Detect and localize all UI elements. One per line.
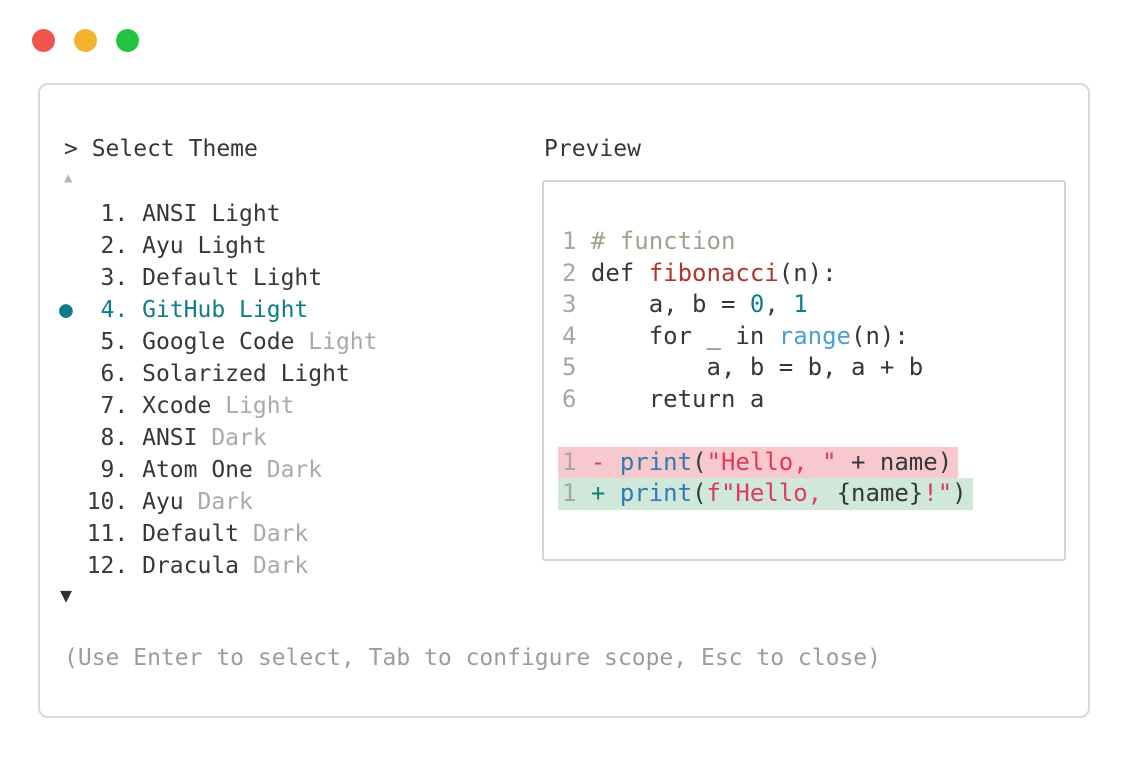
select-theme-prompt: > Select Theme	[64, 136, 258, 162]
theme-item-name: Default	[142, 521, 240, 547]
selected-bullet-icon	[59, 553, 87, 579]
code-line	[562, 415, 973, 447]
theme-list-item[interactable]: 5. Google Code Light	[59, 326, 378, 358]
selected-bullet-icon	[59, 393, 87, 419]
selected-bullet-icon	[59, 329, 87, 355]
theme-item-muted-suffix: Dark	[252, 457, 323, 483]
code-line: 1 - print("Hello, " + name)	[558, 446, 973, 478]
theme-item-name: Atom One	[142, 457, 253, 483]
scroll-down-icon[interactable]: ▼	[60, 583, 73, 607]
theme-item-number: 11.	[86, 521, 143, 547]
selected-bullet-icon	[59, 361, 87, 387]
code-line-content: 4 for _ in range(n):	[562, 321, 909, 350]
theme-item-muted-suffix: Dark	[197, 425, 267, 451]
theme-item-name: GitHub Light	[142, 297, 309, 323]
theme-list-item[interactable]: 11. Default Dark	[59, 518, 378, 550]
minimize-button[interactable]	[74, 29, 97, 52]
code-line: 3 a, b = 0, 1	[562, 289, 973, 321]
theme-item-name: Solarized Light	[142, 361, 350, 387]
code-line-content: 1 - print("Hello, " + name)	[558, 446, 959, 478]
selected-bullet-icon	[59, 201, 87, 227]
selected-bullet-icon	[59, 233, 87, 259]
theme-list-item[interactable]: 10. Ayu Dark	[59, 486, 378, 518]
theme-list-item[interactable]: 1. ANSI Light	[59, 198, 378, 230]
window-controls	[32, 29, 139, 52]
theme-list-item[interactable]: 12. Dracula Dark	[59, 550, 378, 582]
selected-bullet-icon: ●	[59, 297, 87, 323]
preview-label: Preview	[544, 136, 641, 162]
code-line-content	[562, 416, 576, 444]
code-line-content: 5 a, b = b, a + b	[562, 353, 924, 381]
theme-item-name: ANSI	[142, 425, 198, 451]
theme-list-item[interactable]: 7. Xcode Light	[59, 390, 378, 422]
theme-item-number: 7.	[86, 393, 143, 419]
theme-picker-dialog: > Select Theme ▲ 1. ANSI Light 2. Ayu Li…	[38, 83, 1090, 718]
selected-bullet-icon	[59, 425, 87, 451]
theme-item-muted-suffix: Dark	[183, 489, 253, 515]
theme-item-number: 10.	[86, 489, 143, 515]
theme-item-name: Default Light	[142, 265, 323, 291]
theme-item-muted-suffix: Light	[211, 393, 295, 419]
theme-item-number: 9.	[86, 457, 143, 483]
theme-list-item[interactable]: 9. Atom One Dark	[59, 454, 378, 486]
theme-item-number: 1.	[86, 201, 143, 227]
theme-item-name: ANSI Light	[142, 201, 281, 227]
selected-bullet-icon	[59, 521, 87, 547]
code-line: 2 def fibonacci(n):	[562, 258, 973, 290]
code-line: 1 + print(f"Hello, {name}!")	[558, 478, 973, 510]
code-line: 4 for _ in range(n):	[562, 321, 973, 353]
code-line-content: 2 def fibonacci(n):	[562, 258, 837, 287]
theme-item-number: 12.	[86, 553, 143, 579]
selected-bullet-icon	[59, 457, 87, 483]
selected-bullet-icon	[59, 489, 87, 515]
code-line-content: 1 + print(f"Hello, {name}!")	[558, 478, 973, 510]
code-line-content: 6 return a	[562, 384, 765, 413]
preview-pane: 1 # function 2 def fibonacci(n): 3 a, b = …	[542, 180, 1066, 561]
close-button[interactable]	[32, 29, 55, 52]
code-line: 6 return a	[562, 384, 973, 416]
theme-item-number: 2.	[86, 233, 143, 259]
theme-item-name: Ayu Light	[142, 233, 267, 259]
zoom-button[interactable]	[116, 29, 139, 52]
theme-item-number: 8.	[86, 425, 143, 451]
theme-list: 1. ANSI Light 2. Ayu Light 3. Default Li…	[59, 198, 378, 582]
theme-item-muted-suffix: Dark	[239, 553, 309, 579]
theme-item-number: 6.	[86, 361, 143, 387]
selected-bullet-icon	[59, 265, 87, 291]
code-line: 5 a, b = b, a + b	[562, 352, 973, 384]
preview-code: 1 # function 2 def fibonacci(n): 3 a, b = …	[558, 226, 973, 510]
theme-item-name: Dracula	[142, 553, 240, 579]
theme-item-number: 5.	[86, 329, 143, 355]
scroll-up-icon[interactable]: ▲	[64, 170, 73, 186]
theme-item-muted-suffix: Light	[294, 329, 378, 355]
code-line: 1 # function	[562, 226, 973, 258]
code-line-content: 3 a, b = 0, 1	[562, 290, 808, 318]
theme-item-name: Google Code	[142, 329, 295, 355]
theme-item-name: Xcode	[142, 393, 212, 419]
theme-item-name: Ayu	[142, 489, 184, 515]
theme-item-number: 4.	[86, 297, 143, 323]
theme-list-item[interactable]: 6. Solarized Light	[59, 358, 378, 390]
code-line-content: 1 # function	[562, 227, 736, 255]
theme-list-item[interactable]: 2. Ayu Light	[59, 230, 378, 262]
theme-item-number: 3.	[86, 265, 143, 291]
theme-list-item[interactable]: ● 4. GitHub Light	[59, 294, 378, 326]
theme-list-item[interactable]: 3. Default Light	[59, 262, 378, 294]
theme-item-muted-suffix: Dark	[239, 521, 309, 547]
theme-list-item[interactable]: 8. ANSI Dark	[59, 422, 378, 454]
keyboard-hint: (Use Enter to select, Tab to configure s…	[64, 645, 881, 671]
